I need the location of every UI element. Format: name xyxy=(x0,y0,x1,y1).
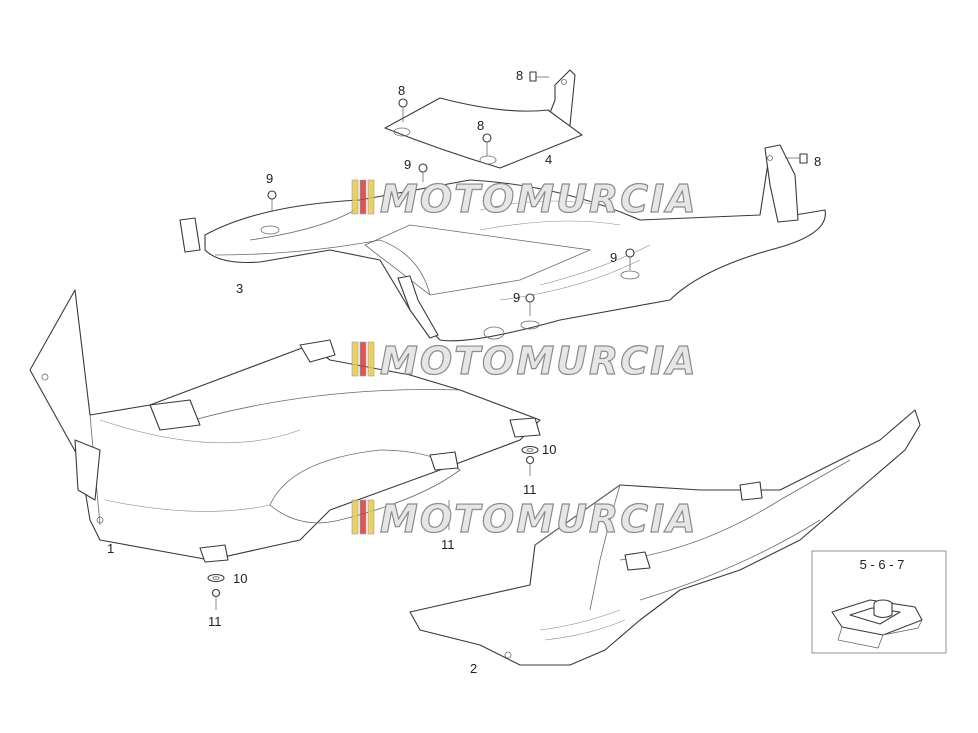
watermark-text: MOTOMURCIA xyxy=(380,339,698,383)
screw-9a xyxy=(267,190,277,212)
callout-9-lower: 9 xyxy=(513,290,520,305)
screw-8a xyxy=(398,98,408,122)
callout-1: 1 xyxy=(107,541,114,556)
part-1-under-panel xyxy=(29,289,541,563)
callout-8-plate: 8 xyxy=(477,118,484,133)
screw-8d xyxy=(785,153,808,164)
callout-8-bracket: 8 xyxy=(516,68,523,83)
callout-11-left: 11 xyxy=(208,614,222,629)
callout-3: 3 xyxy=(236,281,243,296)
inset-clip-detail: 5 - 6 - 7 xyxy=(811,550,947,654)
screw-8b xyxy=(529,71,549,82)
part-3-floor-frame xyxy=(179,144,826,342)
callout-10-left: 10 xyxy=(233,571,247,586)
screw-9c xyxy=(625,248,635,270)
screw-9b xyxy=(418,163,428,182)
callout-2: 2 xyxy=(470,661,477,676)
watermark-bottom: MOTOMURCIA xyxy=(351,496,698,542)
screw-11a xyxy=(525,455,535,476)
screw-9d xyxy=(525,293,535,316)
inset-label: 5 - 6 - 7 xyxy=(860,557,905,572)
washer-10b xyxy=(207,573,225,583)
part-4-cover-plate xyxy=(384,97,583,169)
callout-9-right: 9 xyxy=(610,250,617,265)
screw-11c xyxy=(211,588,221,610)
watermark-flag-stripe xyxy=(351,499,359,535)
watermark-text: MOTOMURCIA xyxy=(380,177,698,221)
clip-nut-drawing xyxy=(831,599,923,649)
washer-10a xyxy=(521,445,539,455)
callout-4: 4 xyxy=(545,152,552,167)
watermark-flag-stripe xyxy=(359,341,367,377)
callout-11-center: 11 xyxy=(441,537,455,552)
watermark-flag-stripe xyxy=(359,499,367,535)
callout-labels: 1 2 3 4 8 8 8 8 9 9 9 9 10 10 11 11 11 xyxy=(107,68,821,676)
callout-9-center: 9 xyxy=(404,157,411,172)
part-2-lower-skirt xyxy=(409,409,921,666)
watermark-top: MOTOMURCIA xyxy=(351,176,698,222)
watermark-text: MOTOMURCIA xyxy=(380,497,698,541)
screw-8c xyxy=(482,133,492,156)
callout-9-left: 9 xyxy=(266,171,273,186)
watermark-flag-stripe xyxy=(367,341,375,377)
callout-8-top: 8 xyxy=(398,83,405,98)
callout-8-rear: 8 xyxy=(814,154,821,169)
watermark-flag-stripe xyxy=(359,179,367,215)
watermark-middle: MOTOMURCIA xyxy=(351,338,698,384)
watermark-flag-stripe xyxy=(367,179,375,215)
watermark-flag-stripe xyxy=(367,499,375,535)
callout-10-right: 10 xyxy=(542,442,556,457)
callout-11-right: 11 xyxy=(523,482,537,497)
watermark-flag-stripe xyxy=(351,341,359,377)
watermark-flag-stripe xyxy=(351,179,359,215)
